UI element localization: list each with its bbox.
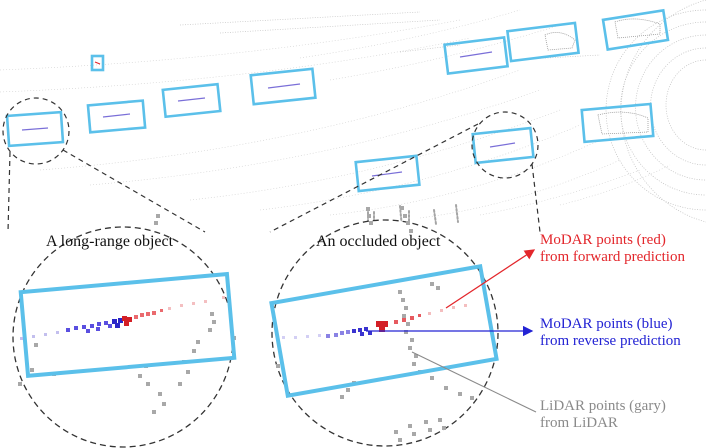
lidar-range-rings [605,0,706,223]
annotation-modar-blue: MoDAR points (blue) from reverse predict… [540,316,681,351]
detection-box [5,110,65,148]
detection-box [161,82,222,119]
annotation-modar-blue-line2: from reverse prediction [540,333,681,350]
annotation-modar-red-line1: MoDAR points (red) [540,232,666,248]
long-range-title: A long-range object [46,233,174,250]
modar-points-left [20,296,225,340]
detection-box [249,67,317,106]
car-point-clusters [544,18,661,135]
annotation-modar-red-line2: from forward prediction [540,249,685,266]
annotation-lidar-gray: LiDAR points (gary) from LiDAR [540,398,666,433]
zoomed-box-left [18,271,237,378]
detection-box [580,102,655,144]
detection-box [443,35,510,75]
modar-points-right [282,304,467,339]
zoom-occluded [269,206,499,447]
annotation-lidar-gray-line2: from LiDAR [540,415,618,432]
modar-mini-marks [21,51,516,177]
zoom-long-range [12,214,237,448]
annotation-lidar-gray-line1: LiDAR points (gary) [540,398,666,414]
detection-box [471,126,535,165]
zoom-source-circle-right [471,111,539,179]
annotation-modar-blue-line1: MoDAR points (blue) [540,316,673,332]
zoomed-box-right [269,263,499,399]
detection-box [90,54,105,72]
detection-box [505,21,581,63]
point-cloud-scene [0,0,706,229]
annotation-modar-red: MoDAR points (red) from forward predicti… [540,232,685,267]
zoom-connectors [2,97,541,233]
lidar-scan-lines [0,9,671,219]
detection-box [601,8,670,51]
detection-box [86,99,147,134]
arrow-lidar-gray [411,351,537,413]
detection-boxes [5,8,670,193]
occluded-title: An occluded object [316,233,441,250]
arrow-modar-red [445,249,536,309]
lidar-dense-band [179,11,601,61]
detection-box [354,154,421,193]
zoom-source-circle-left [2,97,70,165]
